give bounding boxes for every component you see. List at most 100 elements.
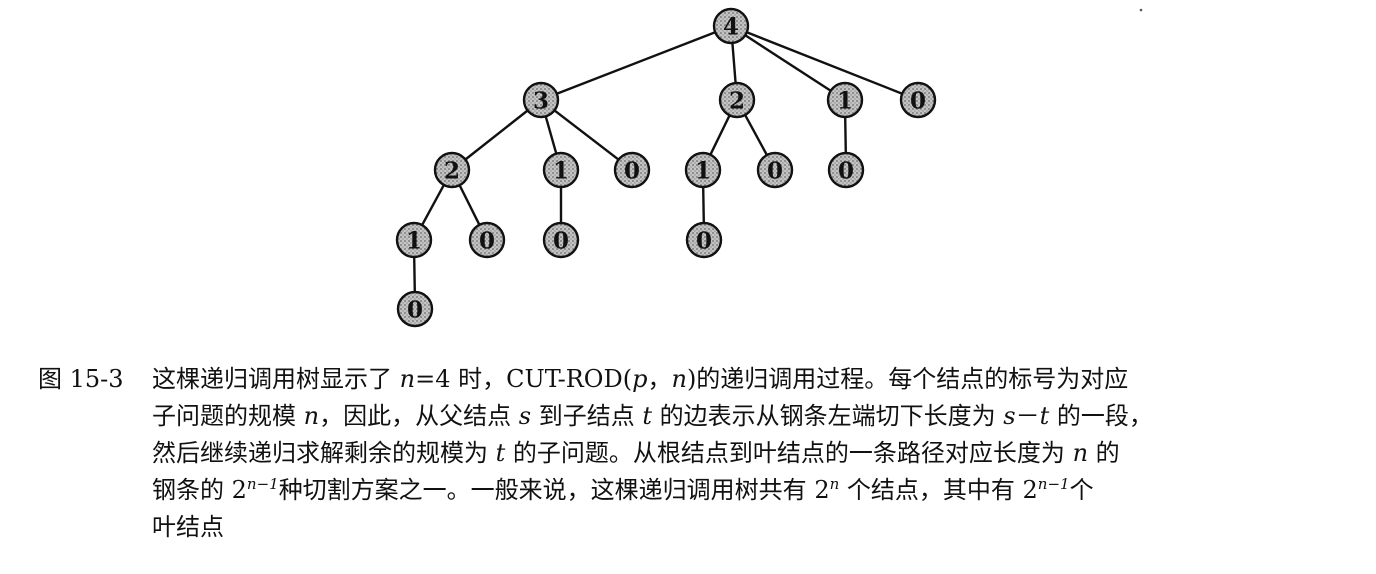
caption-text: =4 时，CUT-ROD( bbox=[415, 365, 633, 393]
tree-node: 0 bbox=[468, 221, 506, 259]
tree-node-label: 2 bbox=[444, 158, 460, 185]
tree-node: 2 bbox=[718, 81, 756, 119]
tree-node-circle bbox=[899, 81, 937, 119]
figure-number: 图 15-3 bbox=[38, 365, 124, 393]
tree-edge bbox=[844, 116, 847, 154]
tree-edge bbox=[464, 109, 529, 161]
tree-node: 0 bbox=[396, 290, 434, 328]
tree-node-circle bbox=[685, 221, 723, 259]
caption-text: 然后继续递归求解剩余的规模为 bbox=[152, 439, 496, 467]
tree-node: 1 bbox=[826, 81, 864, 119]
tree-node-circle bbox=[684, 151, 722, 189]
tree-node-circle bbox=[827, 151, 865, 189]
tree-node: 1 bbox=[542, 151, 580, 189]
math-var-t: t bbox=[495, 439, 506, 467]
caption-text: 的一段， bbox=[1049, 402, 1153, 430]
tree-edge bbox=[553, 109, 620, 161]
caption-text: 的边表示从钢条左端切下长度为 bbox=[652, 402, 1004, 430]
math-var-n: n bbox=[1072, 439, 1089, 467]
tree-edge bbox=[744, 34, 832, 92]
caption-text: 到子结点 bbox=[531, 402, 643, 430]
tree-node-circle bbox=[712, 7, 750, 45]
exponent: n bbox=[829, 475, 840, 493]
caption-text: 这棵递归调用树显示了 bbox=[152, 365, 400, 393]
tree-node-circle bbox=[542, 151, 580, 189]
tree-node-circle bbox=[433, 151, 471, 189]
tree-node-label: 0 bbox=[624, 158, 640, 185]
tree-node-circle bbox=[613, 151, 651, 189]
tree-node-label: 1 bbox=[406, 228, 422, 255]
tree-node-circle bbox=[542, 221, 580, 259]
exponent: n−1 bbox=[1037, 475, 1070, 493]
caption-line-4: 钢条的 2n−1种切割方案之一。一般来说，这棵递归调用树共有 2n 个结点，其中… bbox=[152, 472, 1342, 509]
math-var-t: t bbox=[1039, 402, 1050, 430]
tree-node: 3 bbox=[522, 81, 560, 119]
tree-edge bbox=[544, 115, 558, 155]
caption-text: 个 bbox=[1069, 476, 1094, 504]
tree-node-label: 0 bbox=[838, 158, 854, 185]
tree-edge bbox=[556, 31, 716, 95]
tree-node-label: 4 bbox=[723, 14, 739, 41]
tree-node: 0 bbox=[899, 81, 937, 119]
caption-text: 子问题的规模 bbox=[152, 402, 304, 430]
caption-text: 种切割方案之一。一般来说，这棵递归调用树共有 2 bbox=[278, 476, 830, 504]
tree-edge bbox=[413, 256, 416, 293]
caption-text: )的递归调用过程。每个结点的标号为对应 bbox=[686, 365, 1129, 393]
math-var-t: t bbox=[642, 402, 652, 430]
recursion-tree-diagram: 4 3 2 1 0 0 1 0 0 2 1 0 0 1 0 0 bbox=[395, 7, 1143, 328]
caption-text: 的子问题。从根结点到叶结点的一条路径对应长度为 bbox=[505, 439, 1073, 467]
tree-edge bbox=[744, 114, 768, 156]
tree-node-circle bbox=[468, 221, 506, 259]
tree-node-circle bbox=[395, 221, 433, 259]
tree-node: 2 bbox=[433, 151, 471, 189]
tree-node-circle bbox=[718, 81, 756, 119]
tree-node-label: 1 bbox=[837, 88, 853, 115]
exponent: n−1 bbox=[246, 475, 279, 493]
tree-node-circle bbox=[826, 81, 864, 119]
caption-text: 的 bbox=[1088, 439, 1120, 467]
tree-node: 0 bbox=[756, 151, 794, 189]
stray-print-dot bbox=[1139, 8, 1143, 12]
tree-node-label: 3 bbox=[533, 88, 549, 115]
math-var-p: p bbox=[632, 365, 648, 393]
caption-text: ，因此，从父结点 bbox=[319, 402, 519, 430]
tree-node: 0 bbox=[685, 221, 723, 259]
math-var-n: n bbox=[399, 365, 416, 393]
tree-node: 4 bbox=[712, 7, 750, 45]
math-var-s: s bbox=[1003, 402, 1016, 430]
tree-node-label: 0 bbox=[407, 297, 423, 324]
caption-line-3: 然后继续递归求解剩余的规模为 t 的子问题。从根结点到叶结点的一条路径对应长度为… bbox=[152, 435, 1342, 472]
caption-line-5: 叶结点 bbox=[152, 509, 1342, 546]
caption-line-2: 子问题的规模 n，因此，从父结点 s 到子结点 t 的边表示从钢条左端切下长度为… bbox=[152, 398, 1342, 435]
tree-edge bbox=[702, 186, 705, 224]
tree-nodes: 4 3 2 1 0 0 1 0 0 2 1 0 0 1 0 0 bbox=[395, 7, 937, 328]
tree-edge bbox=[731, 42, 737, 84]
tree-node-circle bbox=[522, 81, 560, 119]
tree-node-label: 0 bbox=[553, 228, 569, 255]
caption-text: 钢条的 2 bbox=[152, 476, 247, 504]
tree-edge bbox=[746, 31, 903, 95]
tree-node-label: 1 bbox=[695, 158, 711, 185]
tree-edge bbox=[709, 114, 731, 156]
caption-text: 叶结点 bbox=[152, 513, 224, 541]
tree-node: 0 bbox=[827, 151, 865, 189]
tree-edge bbox=[458, 184, 481, 226]
math-var-n: n bbox=[303, 402, 320, 430]
tree-node: 1 bbox=[684, 151, 722, 189]
tree-node-label: 2 bbox=[729, 88, 745, 115]
caption-body: 这棵递归调用树显示了 n=4 时，CUT-ROD(p，n)的递归调用过程。每个结… bbox=[152, 361, 1342, 546]
caption-text: ， bbox=[647, 365, 672, 393]
caption-line-1: 这棵递归调用树显示了 n=4 时，CUT-ROD(p，n)的递归调用过程。每个结… bbox=[152, 361, 1342, 398]
caption-text: 个结点，其中有 2 bbox=[839, 476, 1038, 504]
tree-edges bbox=[413, 31, 903, 293]
tree-node-label: 0 bbox=[479, 228, 495, 255]
math-var-n: n bbox=[671, 365, 687, 393]
tree-node-label: 1 bbox=[553, 158, 569, 185]
tree-node-label: 0 bbox=[767, 158, 783, 185]
math-var-s: s bbox=[518, 402, 532, 430]
tree-node-circle bbox=[756, 151, 794, 189]
tree-node-label: 0 bbox=[910, 88, 926, 115]
caption-text: － bbox=[1015, 402, 1040, 430]
tree-node: 0 bbox=[542, 221, 580, 259]
tree-node-circle bbox=[396, 290, 434, 328]
